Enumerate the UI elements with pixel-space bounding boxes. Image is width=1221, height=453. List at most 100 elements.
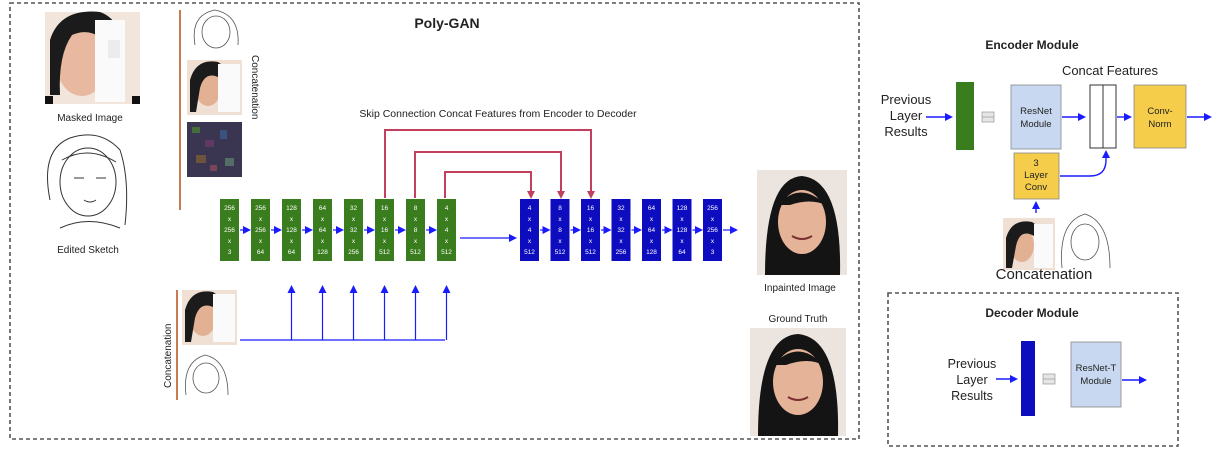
decoder-block-5-label: x (650, 238, 654, 245)
masked-image-label: Masked Image (57, 113, 123, 124)
concat-input-sketch-bottom (185, 354, 229, 396)
three-layer-conv-line2: Layer (1024, 170, 1048, 181)
encoder-block-7-label: x (414, 216, 418, 223)
ground-truth-label: Ground Truth (769, 314, 828, 325)
encoder-block-7 (406, 199, 425, 261)
encoder-block-7-label: 8 (414, 227, 418, 234)
concat-input-masked-bottom (182, 290, 237, 345)
encoder-block-1-label: 256 (224, 205, 235, 212)
decoder-block-5-label: x (650, 216, 654, 223)
encoder-block-8 (437, 199, 456, 261)
three-layer-conv-line1: 3 (1033, 158, 1038, 169)
decoder-block-1-label: 512 (524, 249, 535, 256)
poly-gan-title: Poly-GAN (414, 15, 479, 31)
encoder-block-8-label: 4 (445, 227, 449, 234)
skip-connection-arrow-4 (444, 171, 535, 199)
encoder-block-8-label: x (445, 238, 449, 245)
concat-vertical-label: Concatenation (249, 55, 260, 120)
masked-image-thumbnail (45, 11, 140, 104)
decoder-prev-line3: Results (951, 389, 993, 403)
encoder-block-2-label: x (259, 238, 263, 245)
encoder-concat-masked-face (1003, 218, 1055, 270)
decoder-block-2-label: 512 (555, 249, 566, 256)
encoder-block-5-label: x (352, 238, 356, 245)
encoder-block-3 (282, 199, 301, 261)
encoder-concat-sketch (1061, 213, 1111, 269)
encoder-block-5-label: 256 (348, 249, 359, 256)
conv-norm-line2: Norm (1148, 119, 1171, 130)
conv-norm-box (1133, 84, 1187, 149)
decoder-block-5-label: 64 (648, 227, 656, 234)
decoder-block-5 (642, 199, 661, 261)
decoder-block-3-label: x (589, 238, 593, 245)
concat-bottom-label: Concatenation (163, 324, 174, 389)
encoder-block-1-label: 256 (224, 227, 235, 234)
decoder-block-2-label: x (558, 216, 562, 223)
encoder-block-6-label: 512 (379, 249, 390, 256)
encoder-block-2-label: 256 (255, 205, 266, 212)
resnet-t-module-box (1070, 341, 1122, 408)
decoder-block-4-label: 256 (616, 249, 627, 256)
encoder-block-7-label: x (414, 238, 418, 245)
encoder-input-bar (956, 82, 974, 150)
skip-connection-arrow-16 (384, 129, 595, 199)
decoder-block-1-label: 4 (528, 227, 532, 234)
resnet-t-module-line2: Module (1080, 376, 1111, 387)
decoder-block-6-label: 64 (678, 249, 686, 256)
three-layer-conv-box (1013, 152, 1060, 200)
encoder-block-5-label: 32 (350, 205, 358, 212)
decoder-block-6-label: x (680, 216, 684, 223)
encoder-block-7-label: 8 (414, 205, 418, 212)
edited-sketch-thumbnail (47, 134, 128, 229)
decoder-block-4 (611, 199, 631, 261)
decoder-input-bar (1021, 341, 1035, 416)
three-layer-conv-line3: Conv (1025, 182, 1047, 193)
encoder-block-8-label: x (445, 216, 449, 223)
decoder-block-7 (703, 199, 722, 261)
decoder-block-7-label: 256 (707, 205, 718, 212)
encoder-block-1-label: x (228, 216, 232, 223)
decoder-block-3-label: 512 (585, 249, 596, 256)
encoder-block-1-label: x (228, 238, 232, 245)
ground-truth-image (750, 328, 846, 436)
decoder-block-1-label: x (528, 216, 532, 223)
decoder-block-1 (520, 199, 539, 261)
resnet-module-box (1010, 84, 1062, 150)
decoder-block-7-label: 3 (711, 249, 715, 256)
decoder-block-7-label: x (711, 238, 715, 245)
inpainted-image (757, 170, 847, 275)
encoder-block-4 (313, 199, 332, 261)
encoder-block-8-label: 512 (441, 249, 452, 256)
concat-input-sketch-top (193, 9, 239, 49)
decoder-block-2-label: 8 (558, 205, 562, 212)
concat-input-masked-top (187, 60, 242, 115)
encoder-block-6-label: 16 (381, 227, 389, 234)
poly-gan-panel-border (9, 2, 860, 440)
encoder-block-4-label: x (321, 238, 325, 245)
decoder-block-4-label: x (619, 238, 623, 245)
concat-features-bar-1 (1089, 84, 1104, 149)
decoder-block-3-label: 16 (587, 227, 595, 234)
encoder-block-5-label: 32 (350, 227, 358, 234)
decoder-module-border (887, 292, 1179, 447)
decoder-block-6-label: 128 (677, 227, 688, 234)
encoder-prev-line3: Results (884, 124, 928, 139)
decoder-module-title: Decoder Module (985, 306, 1079, 320)
encoder-prev-line1: Previous (881, 92, 932, 107)
concat-features-bar-2 (1102, 84, 1117, 149)
decoder-block-1-label: 4 (528, 205, 532, 212)
decoder-block-6-label: x (680, 238, 684, 245)
encoder-block-2-label: 256 (255, 227, 266, 234)
resnet-module-line2: Module (1020, 119, 1051, 130)
decoder-block-4-label: x (619, 216, 623, 223)
skip-connection-label: Skip Connection Concat Features from Enc… (359, 108, 637, 120)
decoder-block-7-label: 256 (707, 227, 718, 234)
encoder-block-2 (251, 199, 270, 261)
encoder-block-3-label: 64 (288, 249, 296, 256)
decoder-block-2 (550, 199, 570, 261)
encoder-block-6-label: x (383, 238, 387, 245)
encoder-block-3-label: 128 (286, 205, 297, 212)
encoder-block-6 (375, 199, 394, 261)
bottom-feed-arrows (287, 285, 451, 340)
